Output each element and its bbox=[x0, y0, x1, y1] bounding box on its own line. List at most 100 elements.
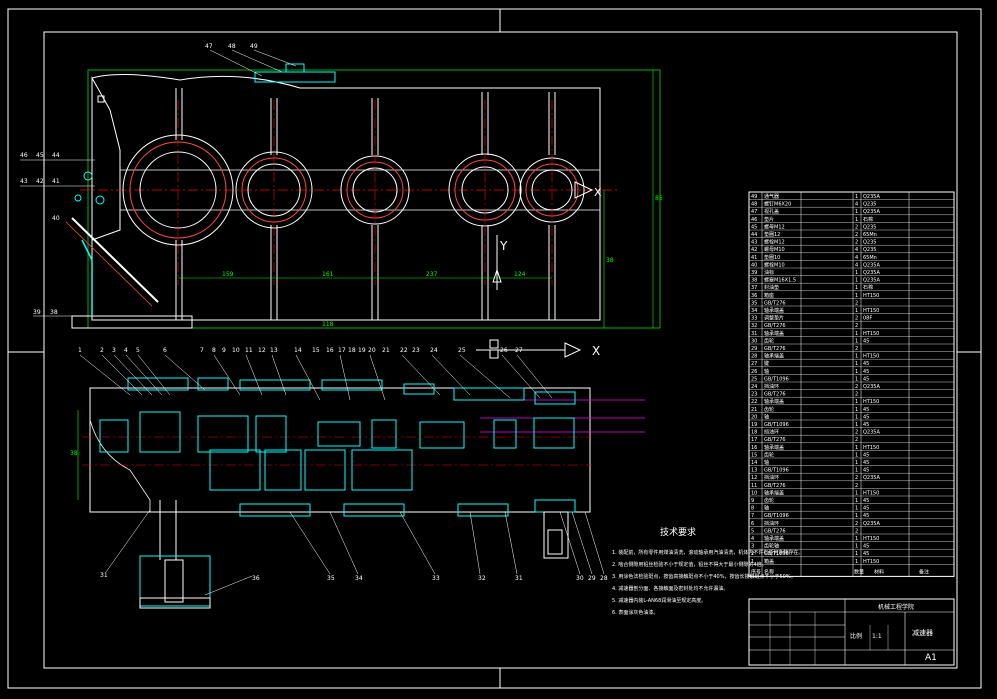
parts-table-cell: 1 bbox=[855, 407, 858, 413]
sec-bottom-label-31b: 31 bbox=[515, 575, 523, 582]
housing-cover-curve bbox=[91, 76, 121, 241]
sec-label-24: 24 bbox=[430, 347, 438, 354]
parts-table-cell: 18 bbox=[751, 430, 757, 436]
parts-table-cell: 65Mn bbox=[863, 255, 877, 261]
parts-table-cell: 28 bbox=[751, 354, 757, 360]
overall-dim: 85 bbox=[655, 195, 663, 202]
parts-table-cell: 45 bbox=[863, 361, 869, 367]
parts-table-cell: 37 bbox=[751, 285, 757, 291]
sec-label-15: 15 bbox=[312, 347, 320, 354]
parts-table-cell: GB/T1096 bbox=[764, 376, 789, 382]
sec-label-26: 26 bbox=[500, 347, 508, 354]
parts-table-cell: 36 bbox=[751, 293, 757, 299]
parts-table-cell: 45 bbox=[863, 452, 869, 458]
label-45: 45 bbox=[36, 152, 44, 159]
tech-req-line-1: 1. 装配前，所有零件用煤油清洗，滚动轴承用汽油清洗，机体内不许有任何杂物存在。 bbox=[612, 549, 803, 556]
parts-table-cell: Q235A bbox=[863, 194, 880, 200]
tech-req-line-4: 4. 减速器剖分面、各接触面及密封处均不允许漏油。 bbox=[612, 585, 728, 592]
parts-table-cell: 轴 bbox=[764, 413, 769, 420]
parts-table-cell: 10 bbox=[751, 490, 757, 496]
parts-table-cell: 2 bbox=[751, 551, 754, 557]
sec-label-23: 23 bbox=[412, 347, 420, 354]
parts-table-cell: 41 bbox=[751, 255, 757, 261]
parts-table-cell: 1 bbox=[855, 544, 858, 550]
sec-label-5: 5 bbox=[136, 347, 140, 354]
parts-table-cell: 1 bbox=[855, 445, 858, 451]
parts-table-cell: 轴承端盖 bbox=[764, 535, 784, 542]
parts-table-cell: 45 bbox=[863, 513, 869, 519]
section-left-dim-text: 38 bbox=[70, 450, 78, 457]
parts-table-cell: 2 bbox=[855, 232, 858, 238]
parts-table-cell: 4 bbox=[855, 247, 858, 253]
technical-requirements: 技术要求 1. 装配前，所有零件用煤油清洗，滚动轴承用汽油清洗，机体内不许有任何… bbox=[612, 526, 803, 616]
parts-table-header: 名称 bbox=[764, 568, 774, 575]
parts-table-cell: 1 bbox=[751, 559, 754, 565]
parts-table-cell: 6 bbox=[751, 521, 754, 527]
parts-table-cell: 1 bbox=[855, 217, 858, 223]
parts-table-cell: 31 bbox=[751, 331, 757, 337]
parts-table-cell: 石棉 bbox=[863, 216, 873, 223]
parts-table-cell: 22 bbox=[751, 399, 757, 405]
parts-table-cell: Q235A bbox=[863, 521, 880, 527]
parts-table-cell: 1 bbox=[855, 468, 858, 474]
label-44: 44 bbox=[52, 152, 60, 159]
vertical-centerlines bbox=[177, 100, 553, 285]
parts-table-cell: GB/T276 bbox=[764, 483, 786, 489]
parts-table-cell: 2 bbox=[855, 316, 858, 322]
bearing-caps-top bbox=[127, 377, 576, 405]
sec-label-27: 27 bbox=[515, 347, 523, 354]
sec-label-1: 1 bbox=[78, 347, 82, 354]
parts-table-cell: 1 bbox=[855, 559, 858, 565]
output-shaft bbox=[139, 500, 211, 609]
parts-table-cell: Q235A bbox=[863, 430, 880, 436]
sec-label-9: 9 bbox=[222, 347, 226, 354]
sec-bottom-label-28: 28 bbox=[600, 575, 608, 582]
top-view: 159 161 237 124 38 85 118 Y X 47 48 49 bbox=[20, 43, 663, 329]
dim-1: 159 bbox=[222, 271, 234, 278]
parts-table-cell: 14 bbox=[751, 460, 757, 466]
parts-table-cell: HT150 bbox=[863, 445, 879, 451]
parts-table-cell: 2 bbox=[855, 475, 858, 481]
tech-req-title: 技术要求 bbox=[660, 526, 696, 538]
parts-table-cell: 1 bbox=[855, 551, 858, 557]
parts-table-cell: 齿轮 bbox=[764, 451, 774, 458]
parts-table-cell: 轴承端盖 bbox=[764, 489, 784, 496]
lower-gear-train bbox=[209, 449, 413, 491]
parts-table-cell: 油标 bbox=[764, 269, 774, 276]
parts-table-cell: 螺栓M12 bbox=[764, 239, 785, 246]
scale-label: 比例 bbox=[850, 632, 862, 640]
parts-table-cell: 垫片 bbox=[764, 216, 774, 223]
outer-frame bbox=[7, 8, 982, 689]
sec-label-25: 25 bbox=[458, 347, 466, 354]
parts-table-cell: 49 bbox=[751, 194, 757, 200]
parts-table-cell: GB/T276 bbox=[764, 300, 786, 306]
parts-table-cell: 1 bbox=[855, 452, 858, 458]
parts-table-cell: 13 bbox=[751, 468, 757, 474]
parts-table-cell: Q235 bbox=[863, 247, 876, 253]
housing-outline bbox=[91, 73, 601, 321]
parts-table-cell: 40 bbox=[751, 262, 757, 268]
top-view-envelope bbox=[87, 69, 661, 329]
sec-label-18: 18 bbox=[348, 347, 356, 354]
sec-bottom-label-34: 34 bbox=[355, 575, 363, 582]
parts-table-cell: 1 bbox=[855, 399, 858, 405]
parts-table-cell: 调整垫片 bbox=[764, 315, 784, 322]
parts-table-cell: HT150 bbox=[863, 331, 879, 337]
parts-table-cell: 45 bbox=[863, 376, 869, 382]
y-axis-arrow bbox=[492, 268, 502, 283]
sec-label-2: 2 bbox=[100, 347, 104, 354]
parts-table-frame bbox=[748, 191, 955, 577]
label-47: 47 bbox=[205, 43, 213, 50]
parts-table-cell: HT150 bbox=[863, 490, 879, 496]
parts-table-cell: 21 bbox=[751, 407, 757, 413]
y-axis-label: Y bbox=[499, 239, 508, 253]
sec-label-8: 8 bbox=[212, 347, 216, 354]
parts-table-cell: 4 bbox=[751, 536, 754, 542]
parts-table-cell: 1 bbox=[855, 293, 858, 299]
parts-table-cell: 轴 bbox=[764, 505, 769, 512]
parts-table-cell: 5 bbox=[751, 528, 754, 534]
sec-bottom-label-31a: 31 bbox=[100, 572, 108, 579]
parts-table-cell: 石棉 bbox=[863, 284, 873, 291]
